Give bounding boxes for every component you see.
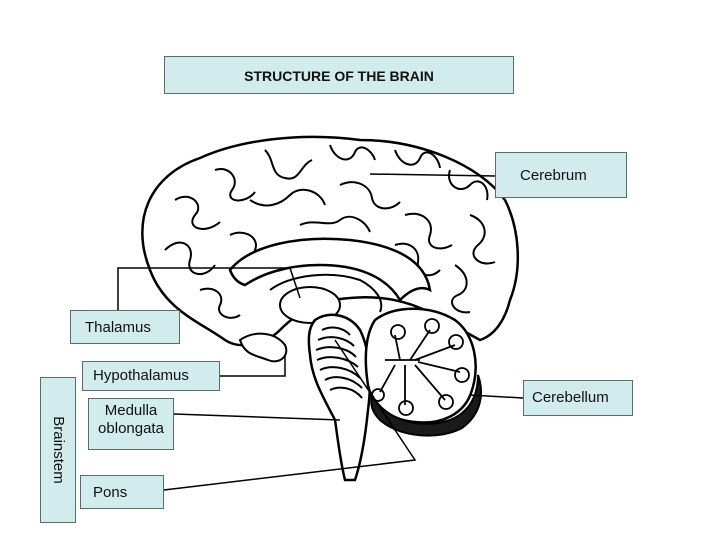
label-medulla-line1: Medulla (104, 402, 158, 419)
arbor-vitae (371, 318, 470, 416)
cerebellum-dark-rim (370, 374, 482, 437)
hypothalamus-shape (238, 332, 288, 363)
thalamus-shape (279, 286, 341, 324)
cerebellum-leader (469, 394, 524, 399)
label-medulla-line2: oblongata (98, 420, 164, 437)
cerebrum-leader (369, 173, 496, 177)
pons-striations (315, 326, 363, 399)
diagram-title: STRUCTURE OF THE BRAIN (164, 56, 514, 94)
hypothalamus-leader (220, 355, 286, 377)
label-brainstem-text: Brainstem (50, 416, 67, 484)
pons-leader (163, 339, 417, 491)
label-cerebellum: Cerebellum (523, 380, 633, 416)
label-thalamus: Thalamus (70, 310, 180, 344)
cerebellum-shape (364, 307, 477, 424)
leader-lines (117, 173, 524, 491)
label-brainstem: Brainstem (40, 377, 76, 523)
thalamus-leader (117, 267, 301, 310)
corpus-callosum (228, 237, 432, 303)
label-cerebrum: Cerebrum (495, 152, 627, 198)
label-pons: Pons (80, 475, 164, 509)
label-hypothalamus: Hypothalamus (82, 361, 220, 391)
label-medulla-oblongata: Medulla oblongata (88, 398, 174, 450)
fornix (269, 273, 383, 313)
medulla-leader (173, 413, 341, 421)
